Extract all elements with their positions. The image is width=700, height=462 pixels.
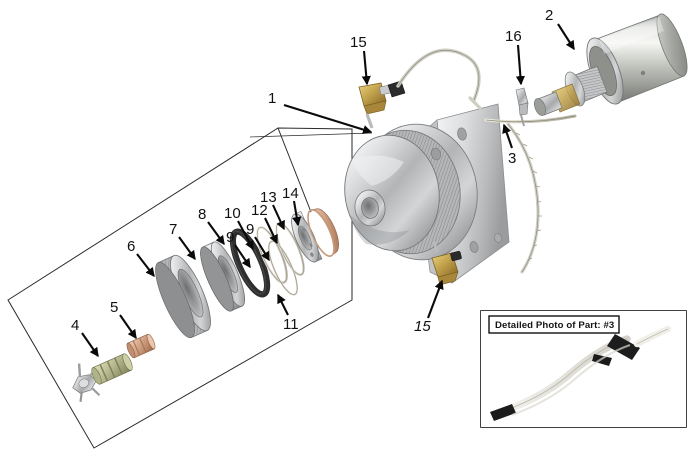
part-7-smooth-spacer-ring	[200, 241, 246, 312]
callout-label-4: 4	[71, 317, 79, 334]
callout-2: 2	[545, 7, 575, 51]
callout-8: 8	[198, 206, 225, 246]
part-16-cable-terminal-pin	[515, 87, 529, 127]
part-3-cable-arch	[396, 48, 482, 110]
part-15-brass-port-fitting-top	[358, 82, 391, 129]
callout-label-2: 2	[545, 7, 553, 24]
part-2-cylindrical-sensor-body	[534, 13, 688, 116]
callout-16: 16	[505, 28, 525, 86]
callout-label-13: 13	[260, 189, 277, 206]
callout-12: 12	[251, 202, 278, 245]
callout-15-bottom: 15	[414, 279, 444, 335]
callout-label-9a: 9	[226, 229, 234, 246]
callout-7: 7	[169, 221, 196, 261]
callout-label-15b: 15	[414, 318, 431, 335]
callout-13: 13	[260, 189, 285, 231]
callout-label-12: 12	[251, 202, 268, 219]
callout-label-15a: 15	[350, 34, 367, 51]
callout-label-11: 11	[283, 316, 299, 333]
callout-4: 4	[71, 317, 99, 358]
callout-label-6: 6	[127, 238, 135, 255]
callout-label-7: 7	[169, 221, 177, 238]
callout-5: 5	[110, 299, 137, 340]
detail-photo-panel: Detailed Photo of Part: #3	[480, 310, 687, 428]
part-14-copper-seal-ring	[307, 208, 339, 257]
part-4-olive-threaded-insert	[91, 353, 133, 385]
callout-11: 11	[277, 293, 299, 333]
callout-label-1: 1	[268, 90, 276, 107]
part-8-large-o-ring	[229, 228, 271, 298]
callout-label-5: 5	[110, 299, 118, 316]
callout-10: 10	[224, 205, 254, 251]
callout-6: 6	[127, 238, 155, 278]
callout-layer: 1 2 3 4 5 6 7 8	[71, 7, 575, 358]
cable-boot-top	[387, 80, 406, 98]
part-3-flexible-sensor-cable	[249, 114, 577, 274]
callout-label-9b: 9	[246, 221, 254, 238]
callout-14: 14	[282, 185, 302, 227]
detail-photo-caption: Detailed Photo of Part: #3	[495, 320, 614, 331]
part-5-copper-bushing	[126, 333, 156, 359]
callout-label-10: 10	[224, 205, 241, 222]
callout-label-16: 16	[505, 28, 522, 45]
part-1-main-housing-body	[344, 103, 510, 284]
callout-1: 1	[268, 90, 373, 135]
callout-15-top: 15	[350, 34, 371, 86]
callout-label-8: 8	[198, 206, 206, 223]
callout-9-second: 9	[246, 221, 270, 262]
callout-3: 3	[502, 123, 516, 167]
callout-9-first: 9	[226, 229, 251, 269]
part-6-knurled-retaining-ring	[155, 254, 211, 339]
callout-label-14: 14	[282, 185, 299, 202]
callout-label-3: 3	[508, 150, 516, 167]
